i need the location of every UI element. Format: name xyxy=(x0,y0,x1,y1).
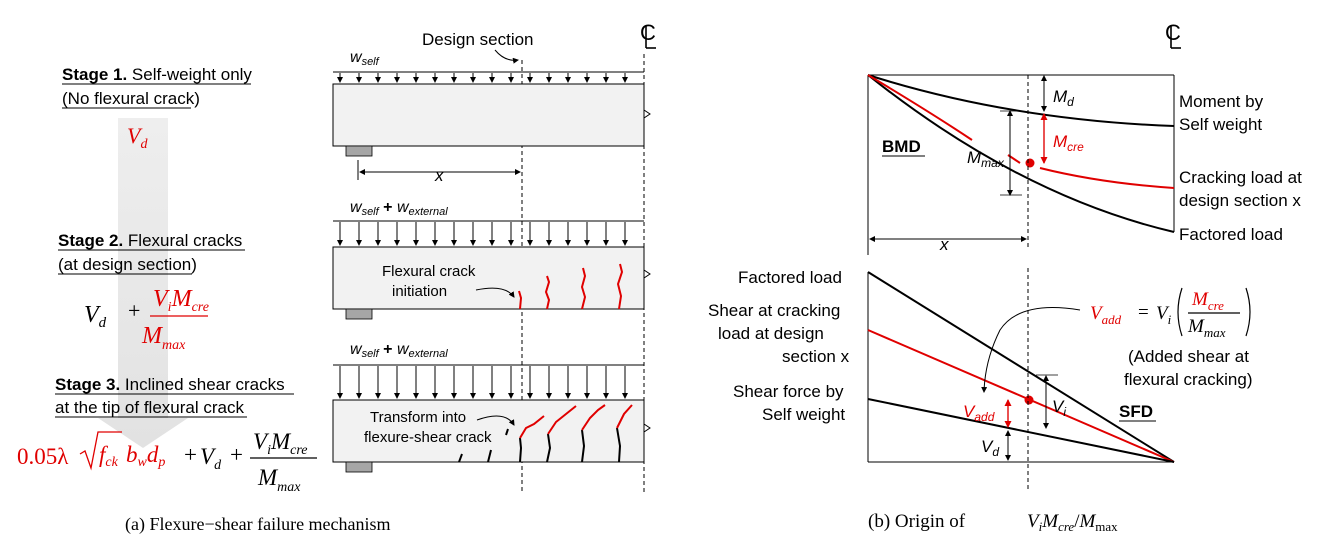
svg-text:wself: wself xyxy=(350,49,380,68)
svg-text:load at design: load at design xyxy=(718,324,824,343)
stage2-formula: Vd + ViMcre Mmax xyxy=(84,286,209,353)
svg-text:Vd: Vd xyxy=(200,444,222,473)
beam-stage3: wself + wexternal Transform into flexure… xyxy=(332,341,651,473)
svg-text:Vi: Vi xyxy=(1156,303,1172,327)
svg-text:wself + wexternal: wself + wexternal xyxy=(350,199,448,218)
design-point-bmd xyxy=(1025,158,1035,168)
svg-text:ViMcre: ViMcre xyxy=(153,286,209,315)
caption-a: (a) Flexure−shear failure mechanism xyxy=(125,514,391,535)
svg-text:Mmax: Mmax xyxy=(967,148,1005,170)
svg-text:(b) Origin of: (b) Origin of xyxy=(868,511,966,532)
svg-text:Mcre: Mcre xyxy=(1191,289,1224,313)
svg-text:flexural cracking): flexural cracking) xyxy=(1124,370,1253,389)
svg-text:0.05λ: 0.05λ xyxy=(17,444,69,469)
svg-text:initiation: initiation xyxy=(392,283,447,300)
stage3-formula: 0.05λ fck bwdp + Vd + ViMcre Mmax xyxy=(17,429,317,495)
stage1-subheading: (No flexural crack) xyxy=(62,89,200,108)
cracking-moment-curve xyxy=(1039,167,1175,189)
added-shear-label: (Added shear at xyxy=(1128,347,1249,366)
flexural-cracks xyxy=(518,263,624,310)
beam-stage1: wself x xyxy=(332,49,651,185)
svg-text:=: = xyxy=(1138,302,1149,323)
stage-progression-arrow xyxy=(98,118,188,448)
svg-text:+: + xyxy=(184,442,197,467)
svg-text:Vi: Vi xyxy=(1052,397,1066,419)
bmd-label: BMD xyxy=(882,137,921,156)
svg-text:flexure-shear crack: flexure-shear crack xyxy=(364,429,492,446)
panel-b: C Md Mcre xyxy=(708,20,1302,534)
svg-text:Vadd: Vadd xyxy=(963,402,995,424)
flexure-shear-cracks xyxy=(458,404,633,463)
cracking-load-label: Cracking load at xyxy=(1179,168,1302,187)
stage1-heading: Stage 1. Self-weight only xyxy=(62,65,252,84)
svg-text:Vd: Vd xyxy=(981,437,999,459)
svg-text:Mmax: Mmax xyxy=(1187,316,1226,340)
factored-load-label-sfd: Factored load xyxy=(738,268,842,287)
stage3-heading: Stage 3. Inclined shear cracks xyxy=(55,375,285,394)
svg-text:Mcre: Mcre xyxy=(1053,132,1084,154)
svg-text:+: + xyxy=(128,298,140,323)
moment-self-label: Moment by xyxy=(1179,92,1264,111)
svg-text:fck: fck xyxy=(99,442,119,470)
factored-shear-line xyxy=(867,271,1175,463)
svg-text:C: C xyxy=(1165,20,1181,45)
beam-stage2: wself + wexternal Flexural crack initiat… xyxy=(332,199,651,320)
svg-text:Mmax: Mmax xyxy=(141,323,186,353)
svg-text:ViMcre: ViMcre xyxy=(253,429,307,458)
centerline-symbol-b: C xyxy=(1165,20,1181,49)
svg-text:Transform into: Transform into xyxy=(370,409,466,426)
svg-text:Vd: Vd xyxy=(84,302,107,331)
factored-moment-curve xyxy=(867,74,1175,233)
svg-text:wself + wexternal: wself + wexternal xyxy=(350,341,448,360)
sfd: Vd Vadd Vi SFD Vadd = Vi Mcre M xyxy=(708,268,1253,492)
stage2-heading: Stage 2. Flexural cracks xyxy=(58,231,242,250)
svg-text:section x: section x xyxy=(782,347,850,366)
sfd-label: SFD xyxy=(1119,402,1153,421)
centerline-symbol-a: C xyxy=(640,20,656,49)
design-section-label: Design section xyxy=(422,30,534,49)
svg-text:Self weight: Self weight xyxy=(762,405,845,424)
svg-text:C: C xyxy=(640,20,656,45)
svg-text:x: x xyxy=(939,235,949,254)
svg-text:+: + xyxy=(230,442,243,467)
moment-self-curve xyxy=(867,74,1175,127)
svg-text:design section x: design section x xyxy=(1179,191,1301,210)
svg-text:Vadd: Vadd xyxy=(1090,303,1122,327)
svg-text:ViMcre/Mmax: ViMcre/Mmax xyxy=(1027,511,1118,534)
svg-text:Md: Md xyxy=(1053,87,1074,109)
stage3-subheading: at the tip of flexural crack xyxy=(55,398,244,417)
vadd-equation: Vadd = Vi Mcre Mmax xyxy=(1090,287,1251,340)
stage2-subheading: (at design section) xyxy=(58,255,197,274)
cracking-shear-line xyxy=(867,329,1175,463)
self-shear-line xyxy=(867,398,1175,463)
svg-text:bwdp: bwdp xyxy=(126,442,165,470)
support-pad xyxy=(345,145,373,157)
caption-b: (b) Origin of ViMcre/Mmax xyxy=(868,511,1118,534)
svg-text:Mmax: Mmax xyxy=(257,465,301,495)
design-point-sfd xyxy=(1024,395,1034,405)
factored-load-label-bmd: Factored load xyxy=(1179,225,1283,244)
svg-text:Self weight: Self weight xyxy=(1179,115,1262,134)
panel-a: Stage 1. Self-weight only (No flexural c… xyxy=(17,20,656,535)
bmd: Md Mcre Mmax BMD x Moment by Self weight… xyxy=(867,74,1302,255)
stage1-vd: Vd xyxy=(127,123,148,152)
shear-cracking-label: Shear at cracking xyxy=(708,301,840,320)
svg-text:x: x xyxy=(434,166,444,185)
svg-text:Flexural crack: Flexural crack xyxy=(382,263,476,280)
shear-self-label: Shear force by xyxy=(733,382,844,401)
